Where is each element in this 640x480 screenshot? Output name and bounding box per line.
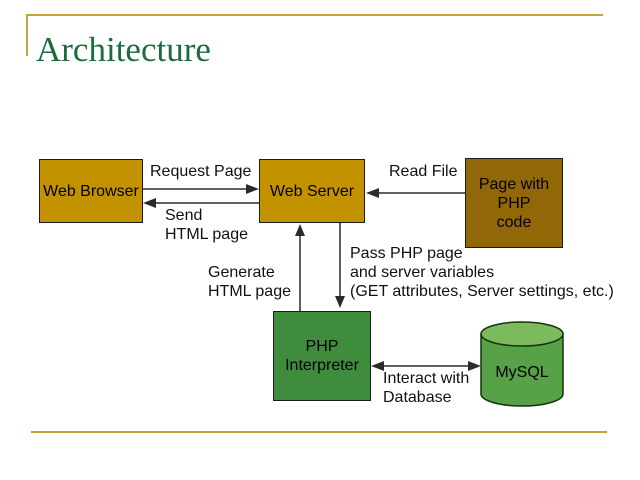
node-web-server-label: Web Server <box>269 182 355 200</box>
edge-label-generate-html: Generate HTML page <box>208 264 291 300</box>
edge-label-request-page: Request Page <box>150 163 252 180</box>
arrow-read-file <box>366 188 465 198</box>
top-accent-line <box>26 14 603 16</box>
bottom-accent-line <box>31 431 607 433</box>
node-web-browser: Web Browser <box>39 159 143 223</box>
node-mysql-label: MySQL <box>495 364 549 381</box>
node-php-interpreter: PHP Interpreter <box>273 311 371 401</box>
node-web-server: Web Server <box>259 159 365 223</box>
node-web-browser-label: Web Browser <box>43 182 139 200</box>
edge-label-read-file: Read File <box>389 163 458 180</box>
node-php-page-label: Page with PHP code <box>478 175 550 231</box>
node-php-interpreter-label: PHP Interpreter <box>285 338 359 374</box>
edge-label-pass-php: Pass PHP page and server variables (GET … <box>350 245 614 300</box>
left-accent-line <box>26 14 28 56</box>
arrow-request-page <box>143 184 259 194</box>
arrow-generate-html <box>295 224 305 311</box>
node-php-page: Page with PHP code <box>465 158 563 248</box>
slide-title: Architecture <box>36 30 211 69</box>
edge-label-interact-db: Interact with Database <box>383 370 470 406</box>
edge-label-send-html: Send HTML page <box>165 207 248 243</box>
arrow-pass-php <box>335 223 345 308</box>
